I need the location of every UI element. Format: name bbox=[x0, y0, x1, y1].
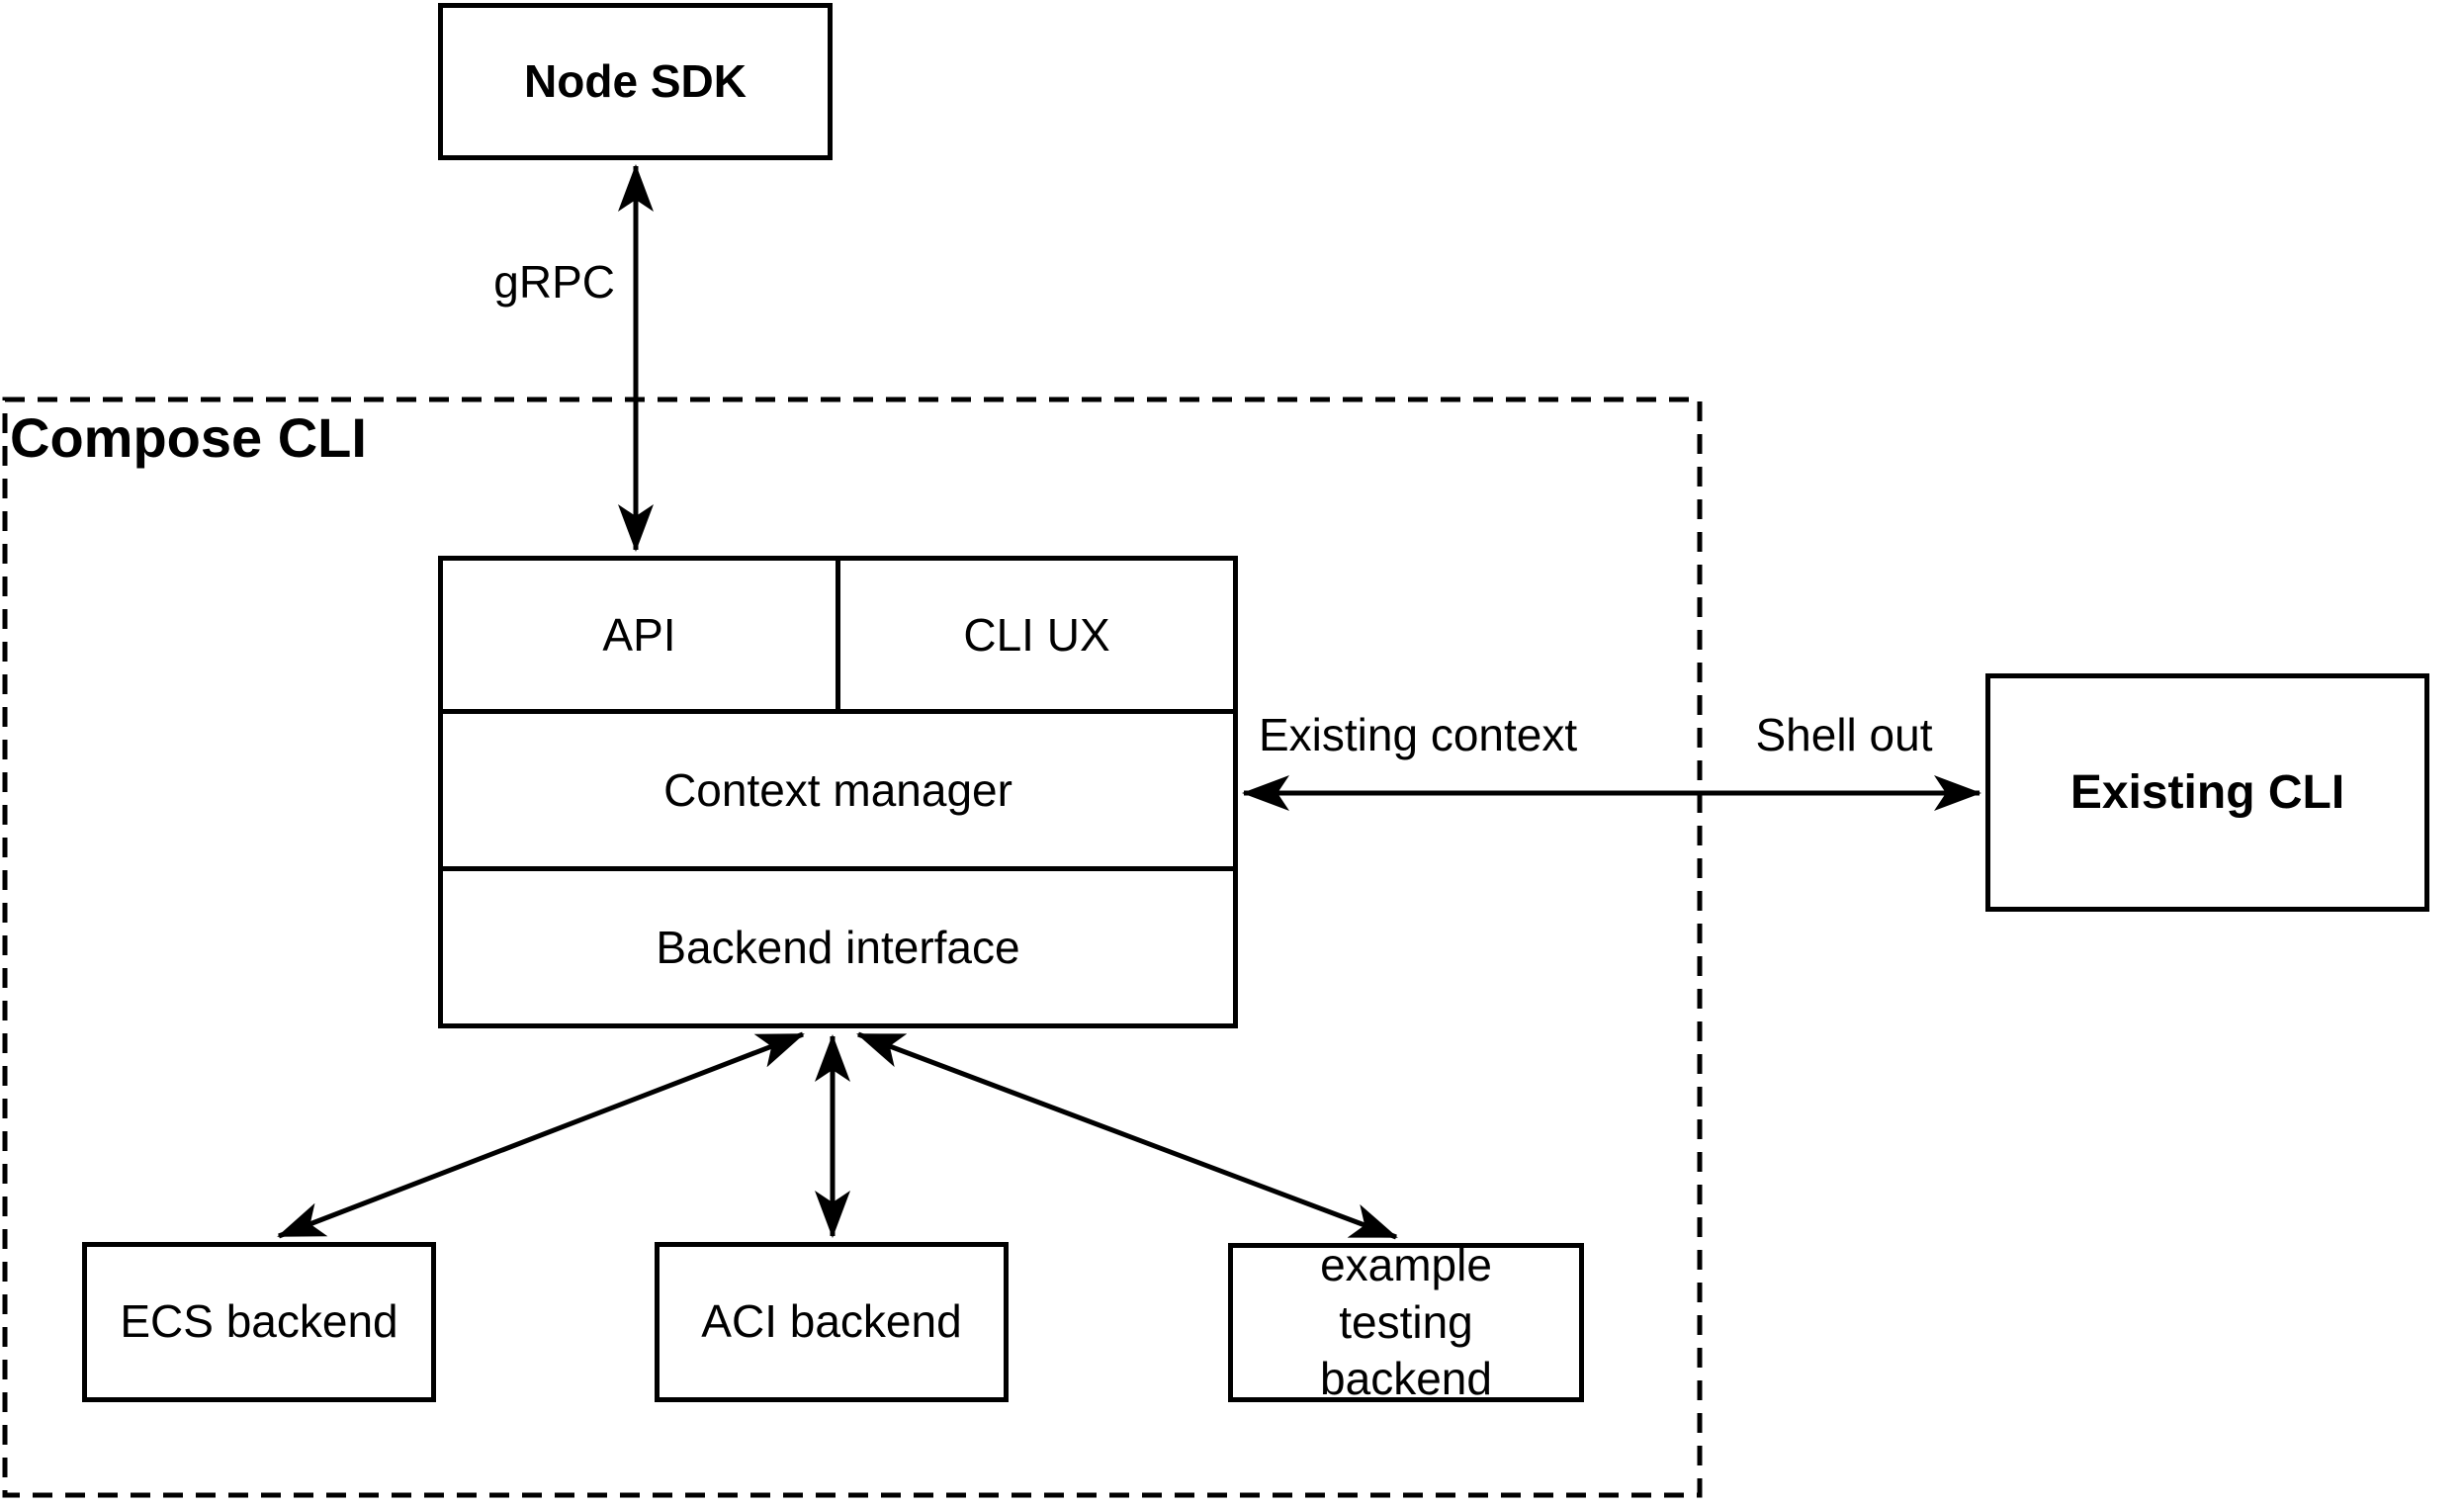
api-label: API bbox=[602, 609, 676, 661]
top-row: API CLI UX bbox=[443, 561, 1233, 714]
existing-context-edge-label: Existing context bbox=[1259, 709, 1578, 760]
api-cell: API bbox=[443, 561, 840, 709]
aci-backend-label: ACI backend bbox=[701, 1295, 962, 1348]
node-sdk-label: Node SDK bbox=[524, 54, 747, 107]
context-manager-label: Context manager bbox=[663, 764, 1012, 816]
compose-cli-core-box: API CLI UX Context manager Backend inter… bbox=[438, 556, 1238, 1028]
shell-out-edge-label: Shell out bbox=[1755, 709, 1933, 760]
backend-interface-label: Backend interface bbox=[656, 922, 1020, 973]
ecs-backend-arrow bbox=[277, 1031, 805, 1239]
backend-interface-cell: Backend interface bbox=[443, 871, 1233, 1023]
compose-cli-container-label: Compose CLI bbox=[10, 406, 367, 469]
example-testing-backend-box: example testing backend bbox=[1228, 1239, 1584, 1404]
cli-ux-cell: CLI UX bbox=[840, 561, 1233, 709]
compose-cli-dashed-boundary bbox=[2, 397, 1703, 1498]
cli-ux-label: CLI UX bbox=[963, 609, 1110, 661]
example-backend-arrow bbox=[856, 1031, 1398, 1240]
existing-cli-box: Existing CLI bbox=[1985, 673, 2429, 912]
ecs-backend-label: ECS backend bbox=[120, 1295, 398, 1348]
ecs-backend-box: ECS backend bbox=[82, 1242, 436, 1402]
aci-backend-box: ACI backend bbox=[655, 1242, 1009, 1402]
grpc-edge-label: gRPC bbox=[493, 256, 615, 308]
example-testing-backend-label: example testing backend bbox=[1320, 1239, 1492, 1405]
context-manager-cell: Context manager bbox=[443, 714, 1233, 871]
existing-cli-label: Existing CLI bbox=[2069, 765, 2345, 819]
node-sdk-box: Node SDK bbox=[438, 3, 833, 160]
